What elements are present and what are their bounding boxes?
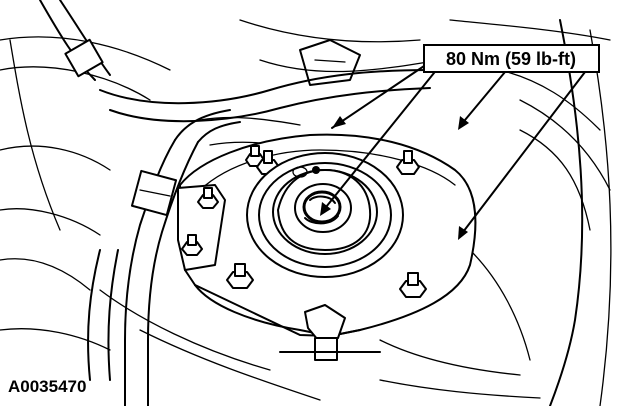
stud-nut <box>181 234 203 256</box>
stud-nut <box>226 263 254 289</box>
figure-id: A0035470 <box>8 377 86 396</box>
leader-arrows <box>320 61 586 240</box>
stud-nut <box>399 272 427 298</box>
stud-nut <box>197 187 219 209</box>
background-body-panels <box>0 19 612 406</box>
hose-cables <box>39 0 431 406</box>
mount-studs <box>181 145 427 298</box>
retaining-clip <box>279 304 381 361</box>
strut-top-mount <box>246 152 404 278</box>
torque-specification-label: 80 Nm (59 lb-ft) <box>446 49 576 69</box>
stud-nut <box>396 150 420 175</box>
torque-callout: 80 Nm (59 lb-ft) <box>423 44 600 73</box>
